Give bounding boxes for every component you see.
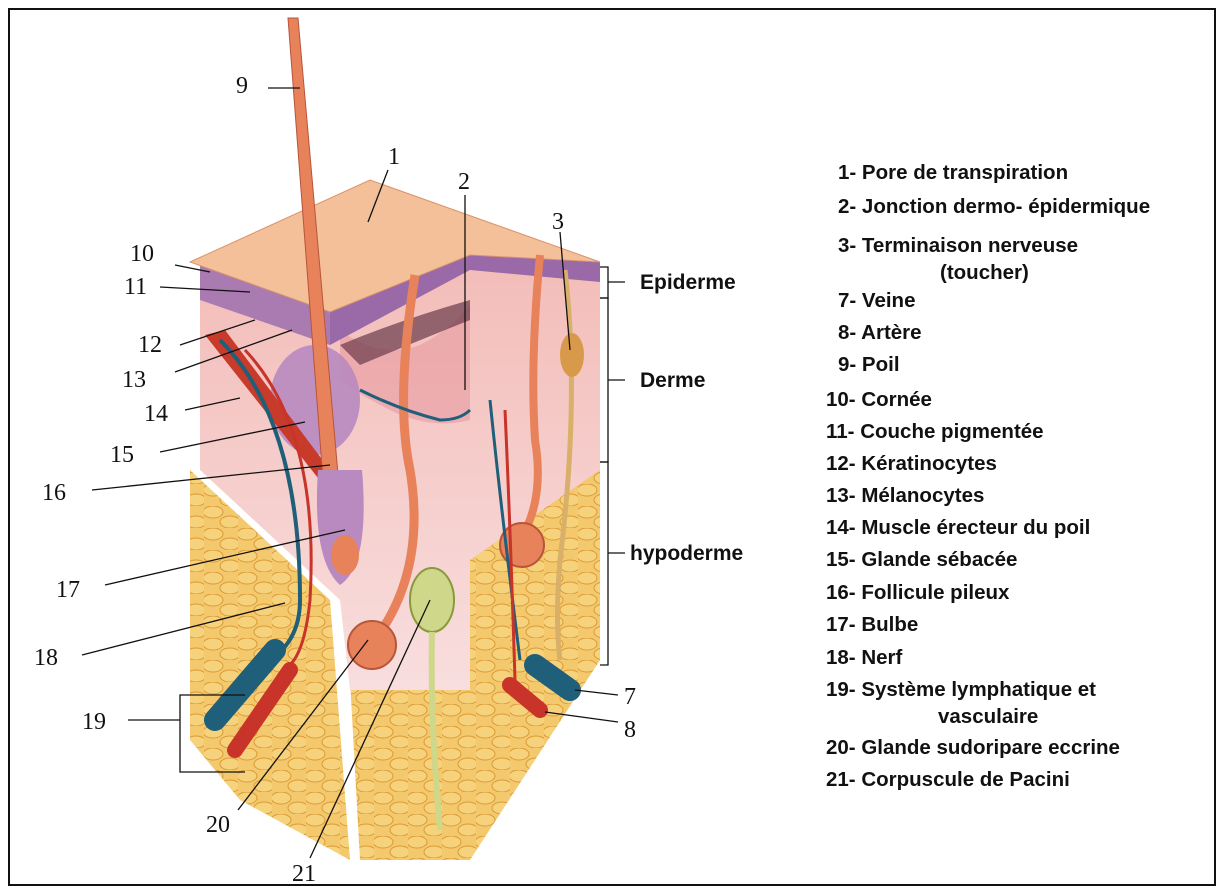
callout-19: 19	[82, 710, 106, 734]
callout-12: 12	[138, 333, 162, 357]
legend-item-19-cont: vasculaire	[938, 707, 1038, 728]
callout-15: 15	[110, 443, 134, 467]
callout-11: 11	[124, 275, 147, 299]
legend-item-20: 20- Glande sudoripare eccrine	[826, 738, 1120, 759]
layer-label-derme: Derme	[640, 370, 705, 391]
legend-item-10: 10- Cornée	[826, 390, 932, 411]
legend-item-9: 9- Poil	[838, 355, 900, 376]
callout-14: 14	[144, 402, 168, 426]
callout-10: 10	[130, 242, 154, 266]
legend-item-18: 18- Nerf	[826, 648, 902, 669]
legend-item-17: 17- Bulbe	[826, 615, 918, 636]
callout-13: 13	[122, 368, 146, 392]
layer-label-epiderme: Epiderme	[640, 272, 736, 293]
callout-16: 16	[42, 481, 66, 505]
legend-item-8: 8- Artère	[838, 323, 922, 344]
legend-item-7: 7- Veine	[838, 291, 916, 312]
legend-item-2: 2- Jonction dermo- épidermique	[838, 197, 1150, 218]
callout-21: 21	[292, 862, 316, 886]
legend-item-3: 3- Terminaison nerveuse	[838, 236, 1078, 257]
legend-item-15: 15- Glande sébacée	[826, 550, 1017, 571]
callout-9: 9	[236, 74, 248, 98]
callout-2: 2	[458, 170, 470, 194]
legend-item-12: 12- Kératinocytes	[826, 454, 997, 475]
callout-20: 20	[206, 813, 230, 837]
callout-18: 18	[34, 646, 58, 670]
legend-item-13: 13- Mélanocytes	[826, 486, 984, 507]
callout-1: 1	[388, 145, 400, 169]
callout-8: 8	[624, 718, 636, 742]
legend-item-1: 1- Pore de transpiration	[838, 163, 1068, 184]
legend-item-3-cont: (toucher)	[940, 263, 1029, 284]
legend-item-19: 19- Système lymphatique et	[826, 680, 1096, 701]
legend-item-14: 14- Muscle érecteur du poil	[826, 518, 1090, 539]
layer-label-hypoderme: hypoderme	[630, 543, 743, 564]
legend-item-21: 21- Corpuscule de Pacini	[826, 770, 1070, 791]
callout-7: 7	[624, 685, 636, 709]
callout-3: 3	[552, 210, 564, 234]
callout-17: 17	[56, 578, 80, 602]
legend-item-11: 11- Couche pigmentée	[826, 422, 1044, 443]
legend-item-16: 16- Follicule pileux	[826, 583, 1009, 604]
